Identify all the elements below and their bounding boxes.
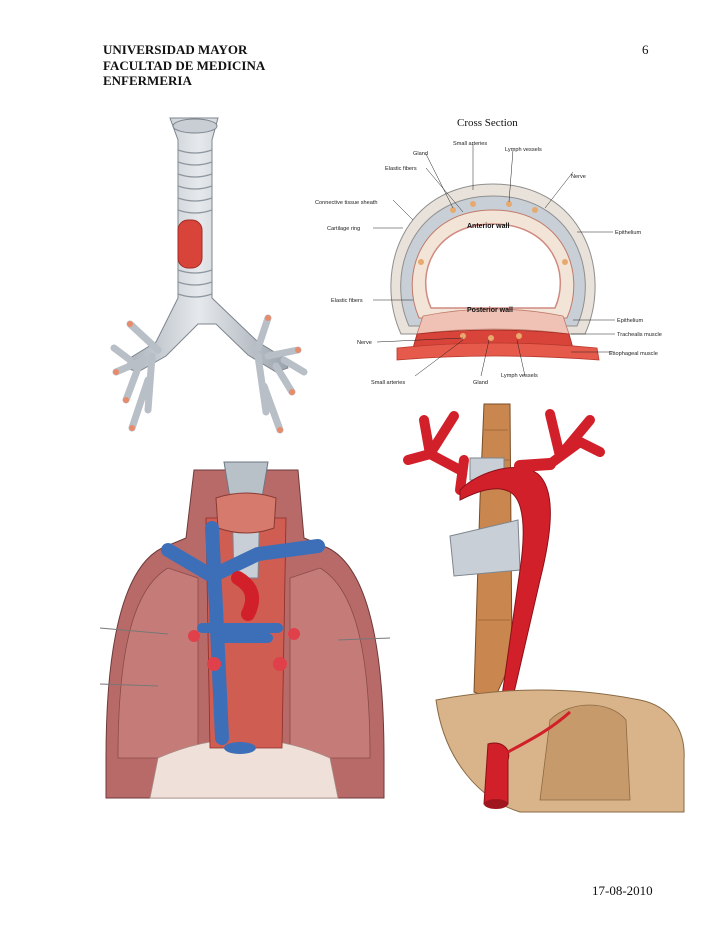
header-university: UNIVERSIDAD MAYOR [103,42,248,57]
label-lymph-vessels-bottom: Lymph vessels [501,373,538,379]
header-faculty: FACULTAD DE MEDICINA [103,57,266,73]
label-nerve-left: Nerve [357,340,372,346]
label-elastic-fibers-top: Elastic fibers [385,166,417,172]
footer-date: 17-08-2010 [592,883,653,898]
label-anterior-wall: Anterior wall [467,223,509,230]
label-small-arteries-bottom: Small arteries [371,380,405,386]
trachea-illustration [110,117,308,434]
cross-section-diagram: Cross Section Small arteries Gland Lymph… [315,117,662,386]
label-gland-bottom: Gland [473,380,488,386]
trachealis-muscle-patch [177,219,203,269]
thorax-illustration [99,461,391,799]
label-epithelium-top: Epithelium [615,230,641,236]
label-small-arteries-top: Small arteries [453,141,487,147]
label-epithelium-bottom: Epithelium [617,318,643,324]
page-number: 6 [642,42,649,57]
label-elastic-fibers-left: Elastic fibers [331,298,363,304]
label-esophageal-muscle: Esophageal muscle [609,351,658,357]
label-lymph-vessels-top: Lymph vessels [505,147,542,153]
label-gland-top: Gland [413,151,428,157]
label-trachealis-muscle: Trachealis muscle [617,332,662,338]
cross-section-title: Cross Section [457,117,518,129]
document-header: UNIVERSIDAD MAYOR FACULTAD DE MEDICINA E… [103,42,265,89]
header-department: ENFERMERIA [103,73,192,88]
aorta-illustration [403,403,685,813]
label-cartilage-ring: Cartilage ring [327,226,360,232]
label-posterior-wall: Posterior wall [467,307,513,314]
label-connective-tissue-sheath: Connective tissue sheath [315,200,378,206]
label-nerve-right: Nerve [571,174,586,180]
